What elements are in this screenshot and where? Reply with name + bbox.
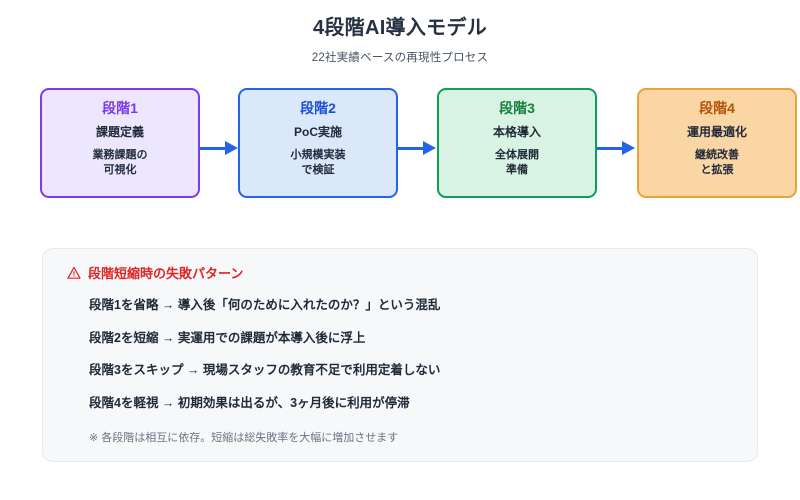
stage-4-main-text: 運用最適化 <box>686 125 747 140</box>
stage-flow-diagram: 段階1 課題定義 業務課題の 可視化 段階2 PoC実施 小規模実装 で検証 段… <box>0 88 800 200</box>
stage-3-sub-text: 全体展開 準備 <box>495 148 539 178</box>
stage-4-sub-line-1: 継続改善 <box>695 149 739 162</box>
warning-triangle-icon <box>67 266 81 280</box>
stage-1-main-text: 課題定義 <box>95 125 144 140</box>
panel-footnote: ※ 各段階は相互に依存。短縮は総失敗率を大幅に増加させます <box>89 431 399 444</box>
arrow-head-icon <box>423 141 436 155</box>
stage-1-sub-line-1: 業務課題の <box>92 149 148 162</box>
stage-3-sub-line-1: 全体展開 <box>495 149 539 162</box>
stage-3-sub-line-2: 準備 <box>506 164 528 177</box>
stage-card-3[interactable]: 段階3 本格導入 全体展開 準備 <box>437 88 597 198</box>
stage-2-sub-line-2: で検証 <box>301 164 335 177</box>
stage-card-2[interactable]: 段階2 PoC実施 小規模実装 で検証 <box>238 88 398 198</box>
list-item: 段階4を軽視 → 初期効果は出るが、3ヶ月後に利用が停滞 <box>89 395 410 410</box>
arrow-stage-2-to-3 <box>398 141 436 155</box>
stage-1-label: 段階1 <box>102 100 138 116</box>
stage-3-main-text: 本格導入 <box>492 125 541 140</box>
page-title: 4段階AI導入モデル <box>312 17 488 39</box>
stage-2-sub-line-1: 小規模実装 <box>290 149 346 162</box>
stage-4-sub-line-2: と拡張 <box>700 164 734 177</box>
stage-3-label: 段階3 <box>499 100 535 116</box>
arrow-shaft <box>597 147 624 150</box>
stage-1-sub-line-2: 可視化 <box>103 164 137 177</box>
stage-2-main-text: PoC実施 <box>293 125 342 140</box>
failure-pattern-list: 段階1を省略 → 導入後「何のために入れたのか？」という混乱 段階2を短縮 → … <box>65 298 735 412</box>
stage-4-label: 段階4 <box>699 100 735 116</box>
list-item: 段階3をスキップ → 現場スタッフの教育不足で利用定着しない <box>89 363 441 378</box>
arrow-shaft <box>200 147 227 150</box>
stage-card-1[interactable]: 段階1 課題定義 業務課題の 可視化 <box>40 88 200 198</box>
stage-2-sub-text: 小規模実装 で検証 <box>291 148 346 178</box>
failure-pattern-panel: 段階短縮時の失敗パターン 段階1を省略 → 導入後「何のために入れたのか？」とい… <box>42 248 758 462</box>
stage-card-4[interactable]: 段階4 運用最適化 継続改善 と拡張 <box>637 88 797 198</box>
arrow-stage-1-to-2 <box>200 141 238 155</box>
failure-panel-heading: 段階短縮時の失敗パターン <box>65 263 735 282</box>
stage-4-sub-text: 継続改善 と拡張 <box>695 148 739 178</box>
arrow-shaft <box>398 147 425 150</box>
stage-1-sub-text: 業務課題の 可視化 <box>93 148 148 178</box>
page-subtitle: 22社実績ベースの再現性プロセス <box>311 52 489 64</box>
arrow-head-icon <box>622 141 635 155</box>
list-item: 段階2を短縮 → 実運用での課題が本導入後に浮上 <box>89 330 366 345</box>
failure-panel-heading-text: 段階短縮時の失敗パターン <box>88 266 244 281</box>
stage-2-label: 段階2 <box>300 100 336 116</box>
list-item: 段階1を省略 → 導入後「何のために入れたのか？」という混乱 <box>89 298 441 312</box>
arrow-head-icon <box>225 141 238 155</box>
header: 4段階AI導入モデル 22社実績ベースの再現性プロセス <box>0 0 800 65</box>
arrow-stage-3-to-4 <box>597 141 635 155</box>
